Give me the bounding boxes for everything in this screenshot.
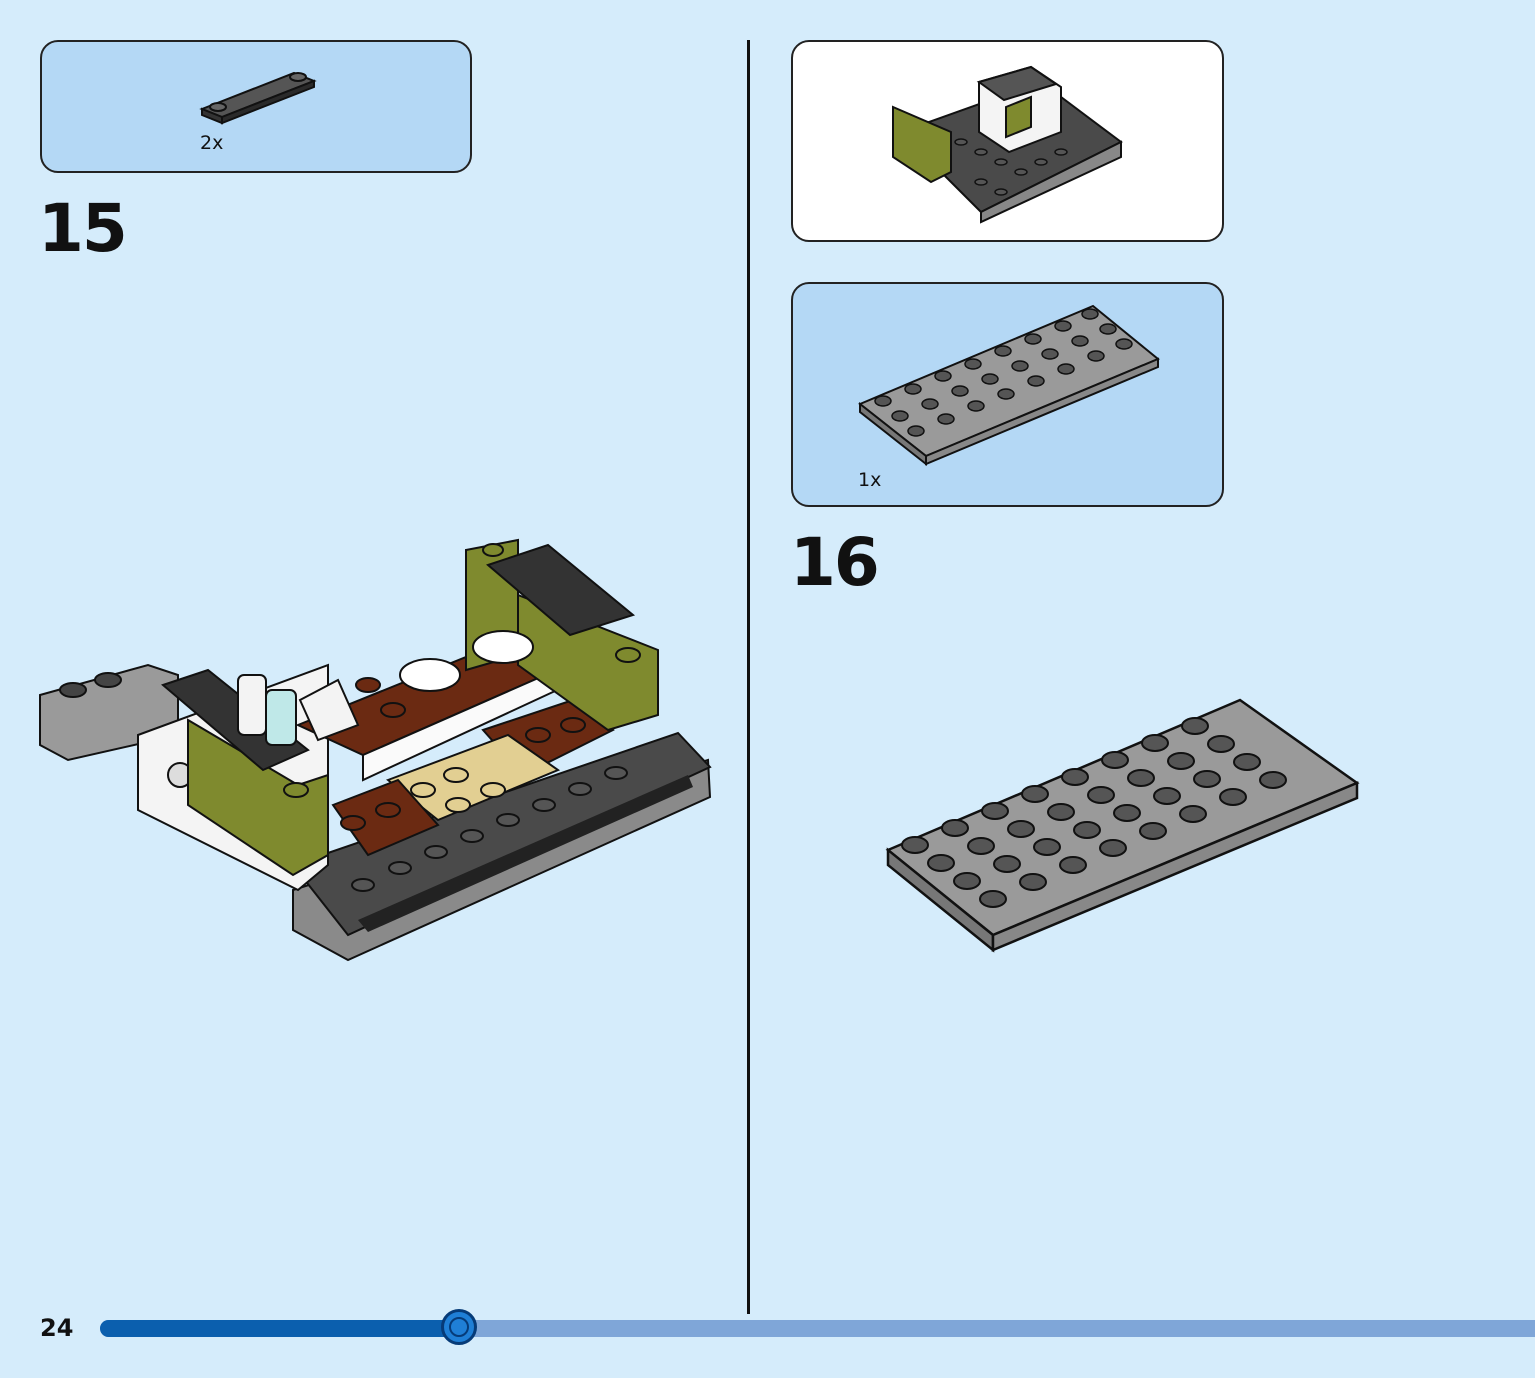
plate-stud [1021, 785, 1049, 803]
plate-stud [901, 836, 929, 854]
plate-stud [927, 854, 955, 872]
column-divider [747, 40, 750, 1314]
plate-stud [1087, 786, 1115, 804]
plate-stud [1073, 821, 1101, 839]
step15-parts-panel: 2x [40, 40, 472, 173]
plate-stud [1033, 838, 1061, 856]
plate-stud [1179, 805, 1207, 823]
plate-stud [1193, 770, 1221, 788]
plate-stud [1219, 788, 1247, 806]
plate-stud [1153, 787, 1181, 805]
plate-stud [1167, 752, 1195, 770]
plate-stud [979, 890, 1007, 908]
plate-stud [1181, 717, 1209, 735]
progress-knob [440, 1309, 477, 1345]
plate-stud [1127, 769, 1155, 787]
plate-stud [1207, 735, 1235, 753]
plate-stud [1061, 768, 1089, 786]
plate-stud [1113, 804, 1141, 822]
plate-stud [941, 819, 969, 837]
step15-number: 15 [38, 190, 128, 267]
plate-stud [1019, 873, 1047, 891]
step15-part-qty: 2x [200, 132, 224, 154]
plate-stud [1233, 753, 1261, 771]
plate-stud [1099, 839, 1127, 857]
gray-plate-part-icon [858, 304, 1160, 467]
step16-parts-panel: 1x [791, 282, 1224, 507]
step16-part-qty: 1x [858, 469, 882, 491]
page-number: 24 [40, 1314, 74, 1342]
progress-fill [100, 1320, 459, 1337]
plate-stud [1101, 751, 1129, 769]
plate-stud [1139, 822, 1167, 840]
plate-stud [1059, 856, 1087, 874]
plate-stud [993, 855, 1021, 873]
subassembly-preview-illustration [892, 65, 1123, 224]
plate-stud [1141, 734, 1169, 752]
step16-plate-illustration [885, 698, 1360, 953]
plate-stud [953, 872, 981, 890]
step16-number: 16 [790, 524, 880, 601]
plate-stud [1259, 771, 1287, 789]
dark-plate-part-icon [199, 71, 317, 125]
step16-subassembly-preview [791, 40, 1224, 242]
plate-stud [981, 802, 1009, 820]
plate-stud [967, 837, 995, 855]
plate-stud [1047, 803, 1075, 821]
step15-assembly-illustration [39, 538, 712, 962]
plate-stud [1007, 820, 1035, 838]
